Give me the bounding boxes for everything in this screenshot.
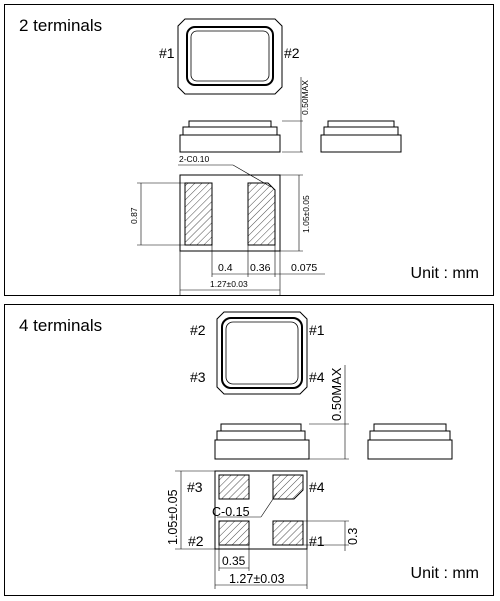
pad-1 [184,182,213,246]
drawing-2-terminals: #1 #2 0.50MAX 2-C0.10 [129,18,402,295]
pin-label: #2 [190,322,206,338]
body-width-label: 1.27±0.03 [229,572,285,586]
pad-3 [218,474,250,500]
top-view-package [216,311,308,395]
pad-2 [247,182,276,246]
pad-2 [218,520,250,546]
panel-4-terminals: 4 terminals #2 #1 #3 #4 0.50MAX [4,304,494,596]
chamfer-label: C-0.15 [212,505,250,519]
unit-label: Unit : mm [410,265,479,282]
side-view-front [214,423,310,460]
height-max-label: 0.50MAX [300,80,310,115]
pin-label: #3 [190,369,206,385]
side-view-front [179,120,281,153]
pad-height-label: 0.87 [129,207,139,224]
pin-label: #3 [187,479,203,495]
body-height-label: 1.05±0.05 [166,489,180,545]
pin-label: #1 [309,533,325,549]
edge-gap-label: 0.075 [291,262,317,274]
chamfer-label: 2-C0.10 [179,154,210,164]
top-view-package [177,18,283,95]
panel-title: 2 terminals [19,16,103,35]
pad-1 [272,520,304,546]
side-view-end [367,423,453,460]
pin-label: #1 [159,45,175,61]
bottom-view-package [214,470,308,550]
pin-label: #2 [188,533,204,549]
pin-label: #4 [309,369,325,385]
drawing-4-terminals: #2 #1 #3 #4 0.50MAX #3 #4 # [166,311,453,589]
body-height-label: 1.05±0.05 [301,195,311,233]
pad-width-label: 0.4 [218,262,233,274]
height-max-label: 0.50MAX [329,367,344,421]
pad-4 [272,474,304,500]
pad-gap-label: 0.36 [250,262,271,274]
bottom-view-package [179,174,281,252]
pin-label: #4 [309,479,325,495]
panel-title: 4 terminals [19,316,103,335]
pin-label: #2 [284,45,300,61]
side-view-end [320,120,402,153]
pad-height-label: 0.3 [346,528,360,545]
pad-width-label: 0.35 [222,554,246,568]
body-width-label: 1.27±0.03 [210,279,248,289]
unit-label: Unit : mm [410,565,479,582]
pin-label: #1 [309,322,325,338]
panel-2-terminals: 2 terminals #1 #2 0.50MAX [4,4,494,296]
